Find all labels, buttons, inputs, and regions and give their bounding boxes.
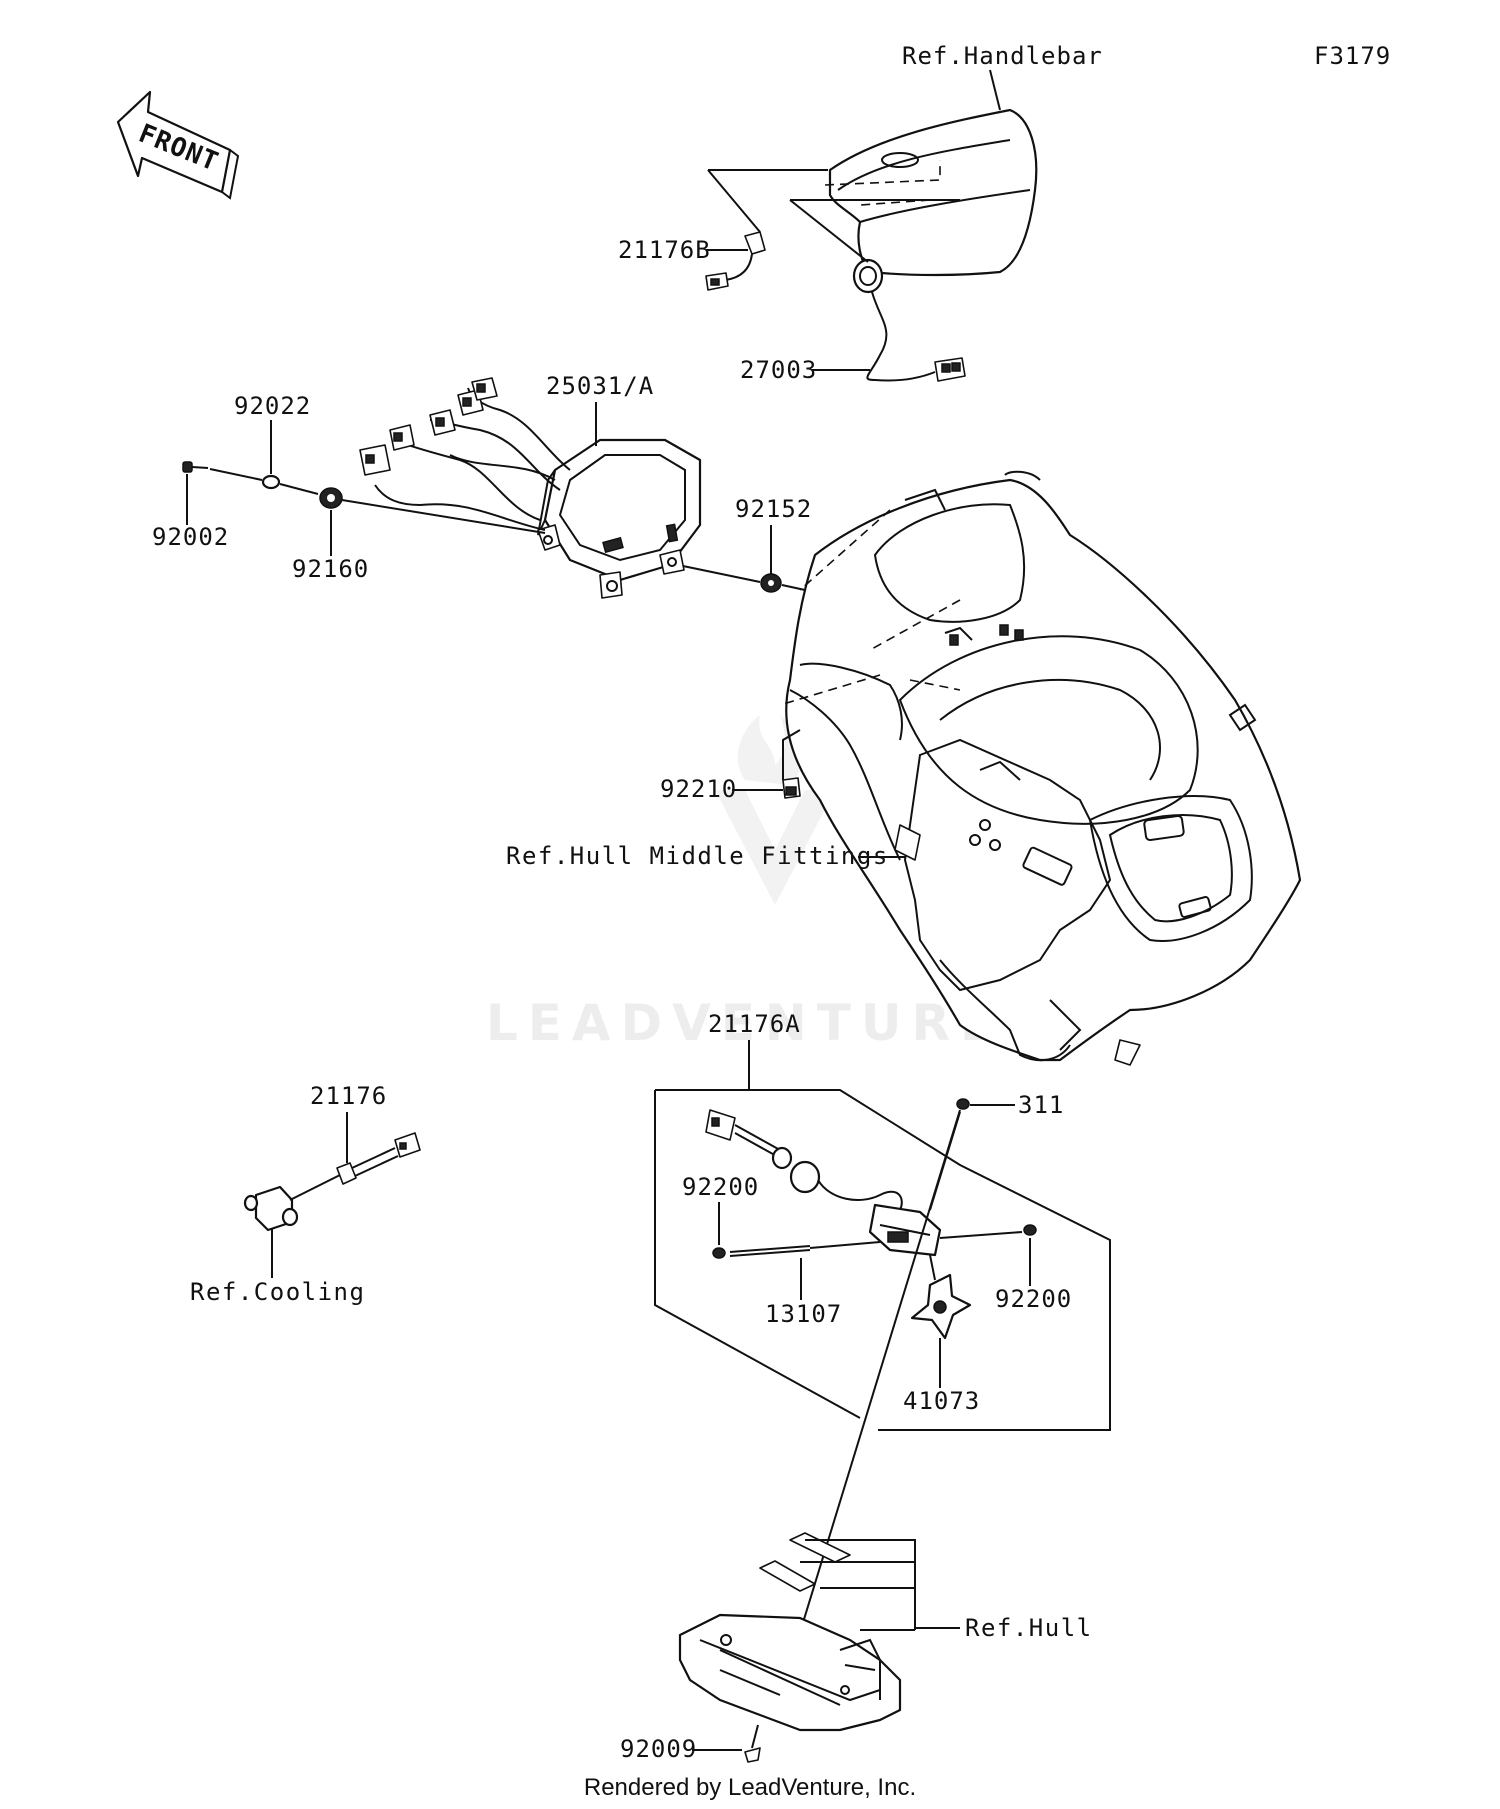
leader-21176A-hull	[789, 1109, 961, 1666]
leader-washer-spacer	[279, 483, 319, 495]
label-92009: 92009	[620, 1735, 697, 1763]
label-92152: 92152	[735, 495, 812, 523]
label-41073: 41073	[903, 1387, 980, 1415]
hull-bottom-section	[678, 1532, 902, 1732]
fin-41073	[910, 1273, 972, 1340]
label-ref-cooling: Ref.Cooling	[190, 1278, 365, 1306]
leader-ref-handlebar	[989, 69, 1001, 111]
meter-assembly-25031A	[359, 377, 702, 599]
footer-credit: Rendered by LeadVenture, Inc.	[584, 1774, 916, 1801]
label-ref-hull: Ref.Hull	[965, 1614, 1093, 1642]
figure-code: F3179	[1314, 42, 1391, 70]
screw-311	[956, 1098, 970, 1110]
watermark: LEADVENTURE	[486, 715, 1004, 1052]
label-92002: 92002	[152, 523, 229, 551]
label-92200-right: 92200	[995, 1285, 1072, 1313]
front-arrow-icon: FRONT	[116, 90, 240, 200]
leader-13107-sensor	[809, 1241, 881, 1249]
leader-41073-sensor	[929, 1254, 936, 1281]
label-311: 311	[1018, 1091, 1064, 1119]
sensor-21176B	[705, 231, 766, 291]
leader-ref-hull-bracket	[800, 1539, 916, 1631]
leader-27003-top	[789, 199, 960, 263]
leader-grommet-meter	[682, 565, 761, 583]
label-92200-left: 92200	[682, 1173, 759, 1201]
label-25031A: 25031/A	[546, 372, 654, 400]
pin-13107	[729, 1245, 811, 1257]
hull-middle-fittings	[779, 470, 1302, 1066]
bolt-92002	[182, 461, 209, 473]
leader-21176B-top	[707, 169, 828, 233]
label-ref-handlebar: Ref.Handlebar	[902, 42, 1103, 70]
label-ref-hull-middle: Ref.Hull Middle Fittings	[506, 842, 889, 870]
rivet-92200-right	[1023, 1224, 1037, 1236]
switch-27003	[852, 258, 966, 382]
sensor-21176	[243, 1132, 421, 1232]
label-21176B: 21176B	[618, 236, 711, 264]
label-92210: 92210	[660, 775, 737, 803]
leader-92210-hull	[782, 729, 801, 780]
leader-spacer-meter	[341, 499, 546, 534]
leader-bolt-washer	[209, 468, 263, 481]
rivet-92200-left	[712, 1247, 726, 1259]
grommet-92152	[760, 573, 782, 593]
spacer-92160	[319, 487, 343, 509]
leader-92200-right-sensor	[939, 1231, 1023, 1239]
handlebar-cover	[824, 108, 1038, 277]
label-21176A: 21176A	[708, 1010, 801, 1038]
label-92160: 92160	[292, 555, 369, 583]
label-27003: 27003	[740, 356, 817, 384]
washer-92022	[261, 474, 281, 490]
label-92022: 92022	[234, 392, 311, 420]
bracket-21176A-right	[655, 1089, 1111, 1431]
leader-grommet-hull	[781, 584, 806, 591]
clip-92210	[782, 777, 801, 799]
screw-92009	[744, 1724, 761, 1763]
label-13107: 13107	[765, 1300, 842, 1328]
watermark-text: LEADVENTURE	[486, 994, 1004, 1052]
bracket-21176A-left	[654, 1090, 861, 1419]
label-21176: 21176	[310, 1082, 387, 1110]
sensor-21176A	[705, 1109, 942, 1257]
